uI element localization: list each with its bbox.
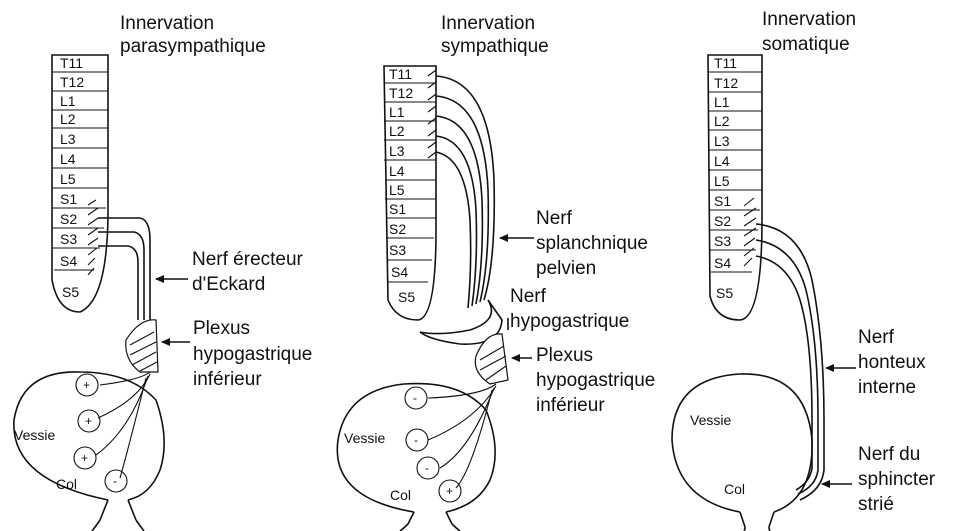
seg-s4: S4: [714, 255, 731, 271]
sign-2: -: [414, 433, 418, 447]
seg-l2: L2: [60, 111, 76, 127]
plexus-label-line1: Plexus: [193, 318, 250, 339]
sign-2: +: [85, 414, 92, 428]
sign-3: -: [425, 461, 429, 475]
panel3-title-line2: somatique: [762, 34, 850, 55]
seg-l2: L2: [389, 123, 405, 139]
sphincter-label-line1: Nerf du: [858, 444, 920, 465]
plexus-label-line2: hypogastrique: [193, 344, 312, 365]
seg-l5: L5: [60, 171, 76, 187]
sign-4: -: [113, 474, 117, 488]
panel2-title-line1: Innervation: [441, 13, 535, 34]
nerve-label-line2: d'Eckard: [192, 274, 265, 295]
panel1-title-line2: parasympathique: [120, 36, 266, 57]
sign-3: +: [81, 451, 88, 465]
nerve-label-line3: pelvien: [536, 258, 596, 279]
seg-t11: T11: [389, 66, 412, 82]
seg-l5: L5: [714, 173, 730, 189]
seg-s2: S2: [714, 213, 731, 229]
seg-t11: T11: [714, 55, 737, 71]
seg-s2: S2: [60, 211, 77, 227]
nerve-label-line3: interne: [858, 377, 916, 398]
sign-1: -: [413, 391, 417, 405]
seg-l4: L4: [389, 163, 405, 179]
seg-s3: S3: [389, 242, 406, 258]
nerve-label-line1: Nerf: [536, 208, 573, 229]
seg-s1: S1: [714, 193, 731, 209]
seg-t12: T12: [60, 74, 84, 90]
seg-l5: L5: [389, 182, 405, 198]
sign-4: +: [446, 484, 453, 498]
seg-l1: L1: [60, 93, 76, 109]
splanchnic-nerves: [436, 76, 494, 308]
panel-sympathetic: Innervation sympathique T11 T12 L1 L2 L3…: [337, 13, 655, 531]
seg-l1: L1: [389, 104, 405, 120]
plexus-label-line3: inférieur: [536, 395, 605, 416]
seg-l4: L4: [60, 151, 76, 167]
seg-t11: T11: [60, 55, 83, 71]
seg-l2: L2: [714, 113, 730, 129]
nerve-label-line1: Nerf: [858, 327, 895, 348]
seg-s5: S5: [398, 289, 415, 305]
seg-l1: L1: [714, 94, 730, 110]
seg-s1: S1: [60, 191, 77, 207]
panel2-signs: - - - +: [405, 387, 461, 502]
plexus-label-line1: Plexus: [536, 345, 593, 366]
bladder-label: Vessie: [14, 427, 55, 443]
sign-1: +: [83, 378, 90, 392]
seg-l4: L4: [714, 153, 730, 169]
seg-s4: S4: [391, 264, 408, 280]
seg-l3: L3: [60, 131, 76, 147]
pudendal-nerve: [756, 224, 824, 500]
nerve-label-line2: honteux: [858, 352, 926, 373]
bladder-label: Vessie: [690, 412, 731, 428]
bladder-label: Vessie: [344, 430, 385, 446]
neck-label: Col: [390, 487, 411, 503]
seg-s5: S5: [62, 284, 79, 300]
seg-s5: S5: [716, 285, 733, 301]
seg-l3: L3: [714, 133, 730, 149]
panel1-title-line1: Innervation: [120, 13, 214, 34]
sphincter-label-line2: sphincter: [858, 469, 936, 490]
seg-s4: S4: [60, 253, 77, 269]
nerve-label-line1: Nerf érecteur: [192, 249, 304, 270]
neck-label: Col: [56, 476, 77, 492]
seg-s3: S3: [60, 231, 77, 247]
hypo-label-line1: Nerf: [510, 286, 547, 307]
plexus-label-line2: hypogastrique: [536, 370, 655, 391]
nerve-label-line2: splanchnique: [536, 233, 648, 254]
panel3-title-line1: Innervation: [762, 9, 856, 30]
seg-t12: T12: [714, 75, 738, 91]
hypo-label-line2: hypogastrique: [510, 311, 629, 332]
panel-somatic: Innervation somatique T11 T12 L1 L2 L3 L…: [672, 9, 936, 531]
seg-s2: S2: [389, 221, 406, 237]
seg-t12: T12: [389, 85, 413, 101]
seg-s3: S3: [714, 233, 731, 249]
panel-parasympathetic: Innervation parasympathique T11 T12 L1: [14, 13, 313, 531]
seg-l3: L3: [389, 143, 405, 159]
plexus-label-line3: inférieur: [193, 369, 262, 390]
sphincter-label-line3: strié: [858, 494, 894, 515]
seg-s1: S1: [389, 201, 406, 217]
neck-label: Col: [724, 481, 745, 497]
panel2-title-line2: sympathique: [441, 36, 549, 57]
